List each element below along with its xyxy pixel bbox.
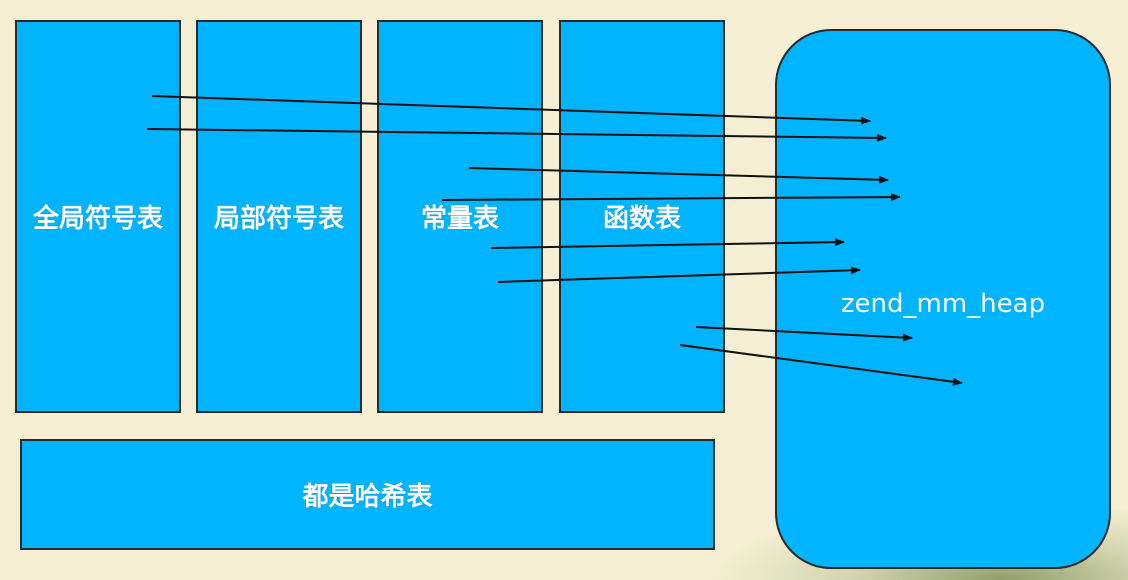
hash-table-label: 都是哈希表 [302, 482, 433, 512]
local-symbol-table-label: 局部符号表 [213, 204, 344, 234]
hash-table-bar: 都是哈希表 [20, 439, 715, 550]
local-symbol-table-box: 局部符号表 [196, 20, 362, 413]
function-table-label: 函数表 [602, 204, 681, 234]
function-table-box: 函数表 [559, 20, 725, 413]
constant-table-box: 常量表 [377, 20, 543, 413]
global-symbol-table-box: 全局符号表 [15, 20, 181, 413]
global-symbol-table-label: 全局符号表 [32, 204, 163, 234]
zend-mm-heap-box: zend_mm_heap [775, 29, 1111, 569]
zend-mm-heap-label: zend_mm_heap [840, 289, 1046, 319]
constant-table-label: 常量表 [420, 204, 499, 234]
